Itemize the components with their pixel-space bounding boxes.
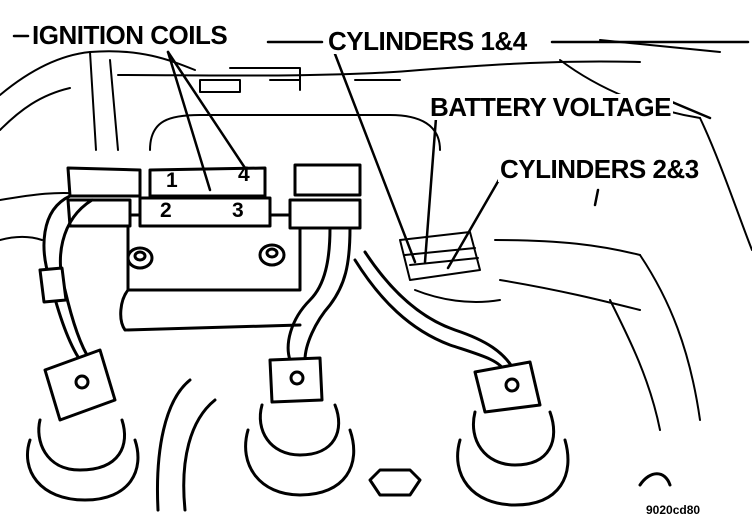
leader-ignition-coils-a (166, 50, 212, 192)
leader-battery-voltage (423, 116, 438, 264)
coil-number-2: 2 (160, 199, 172, 222)
ignition-coils-label: IGNITION COILS (30, 20, 230, 50)
battery-voltage-label: BATTERY VOLTAGE (428, 92, 673, 122)
coil-connector (399, 231, 701, 431)
cylinders-2-3-label: CYLINDERS 2&3 (498, 154, 701, 184)
leader-cylinders-1-4 (333, 52, 417, 264)
leader-lines (12, 34, 750, 270)
dash-cyl23 (593, 188, 600, 207)
leader-ignition-coils-b (166, 50, 247, 170)
coil-number-1: 1 (166, 169, 178, 192)
ignition-cables (38, 194, 517, 374)
coil-pack (66, 163, 362, 332)
coil-number-4: 4 (238, 163, 250, 186)
spark-plug-boots (25, 348, 672, 512)
coil-number-3: 3 (232, 199, 244, 222)
cylinders-1-4-label: CYLINDERS 1&4 (326, 26, 529, 56)
leader-cylinders-2-3 (446, 176, 502, 270)
dash-battery (670, 100, 712, 120)
figure-code: 9020cd80 (646, 503, 701, 517)
